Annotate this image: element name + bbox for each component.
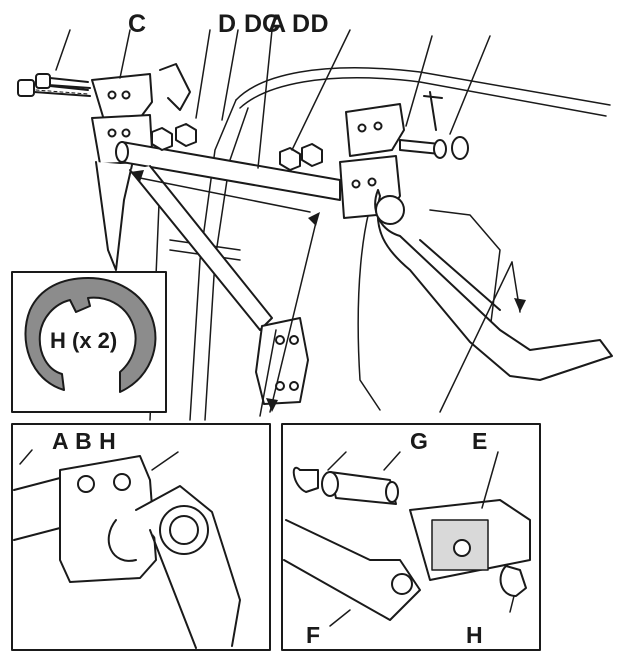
label-g: G [410, 428, 429, 454]
label-dd: DD [292, 10, 330, 38]
ring-inset-panel [11, 271, 167, 413]
label-h-right: H [466, 622, 484, 648]
left-detail-panel [11, 423, 271, 651]
label-f: F [306, 622, 321, 648]
retaining-ring [24, 277, 157, 393]
right-detail-panel [281, 423, 541, 651]
label-a-b-h: A B H [52, 428, 117, 454]
cross-shaft [115, 141, 341, 201]
label-d-group: D D [218, 10, 263, 38]
label-a-overlap: A [268, 10, 287, 38]
label-c: C [128, 10, 147, 38]
arrow-heads [130, 170, 526, 412]
label-c-overlap: C [262, 10, 281, 38]
nut-group [151, 123, 323, 171]
clevis-pin [399, 91, 469, 160]
bolt-pair-left [17, 73, 91, 97]
right-bracket [339, 103, 405, 219]
leader-lines [55, 29, 521, 417]
label-ring: H (x 2) [50, 328, 118, 353]
pedal-arm [374, 189, 613, 381]
label-e: E [472, 428, 488, 454]
